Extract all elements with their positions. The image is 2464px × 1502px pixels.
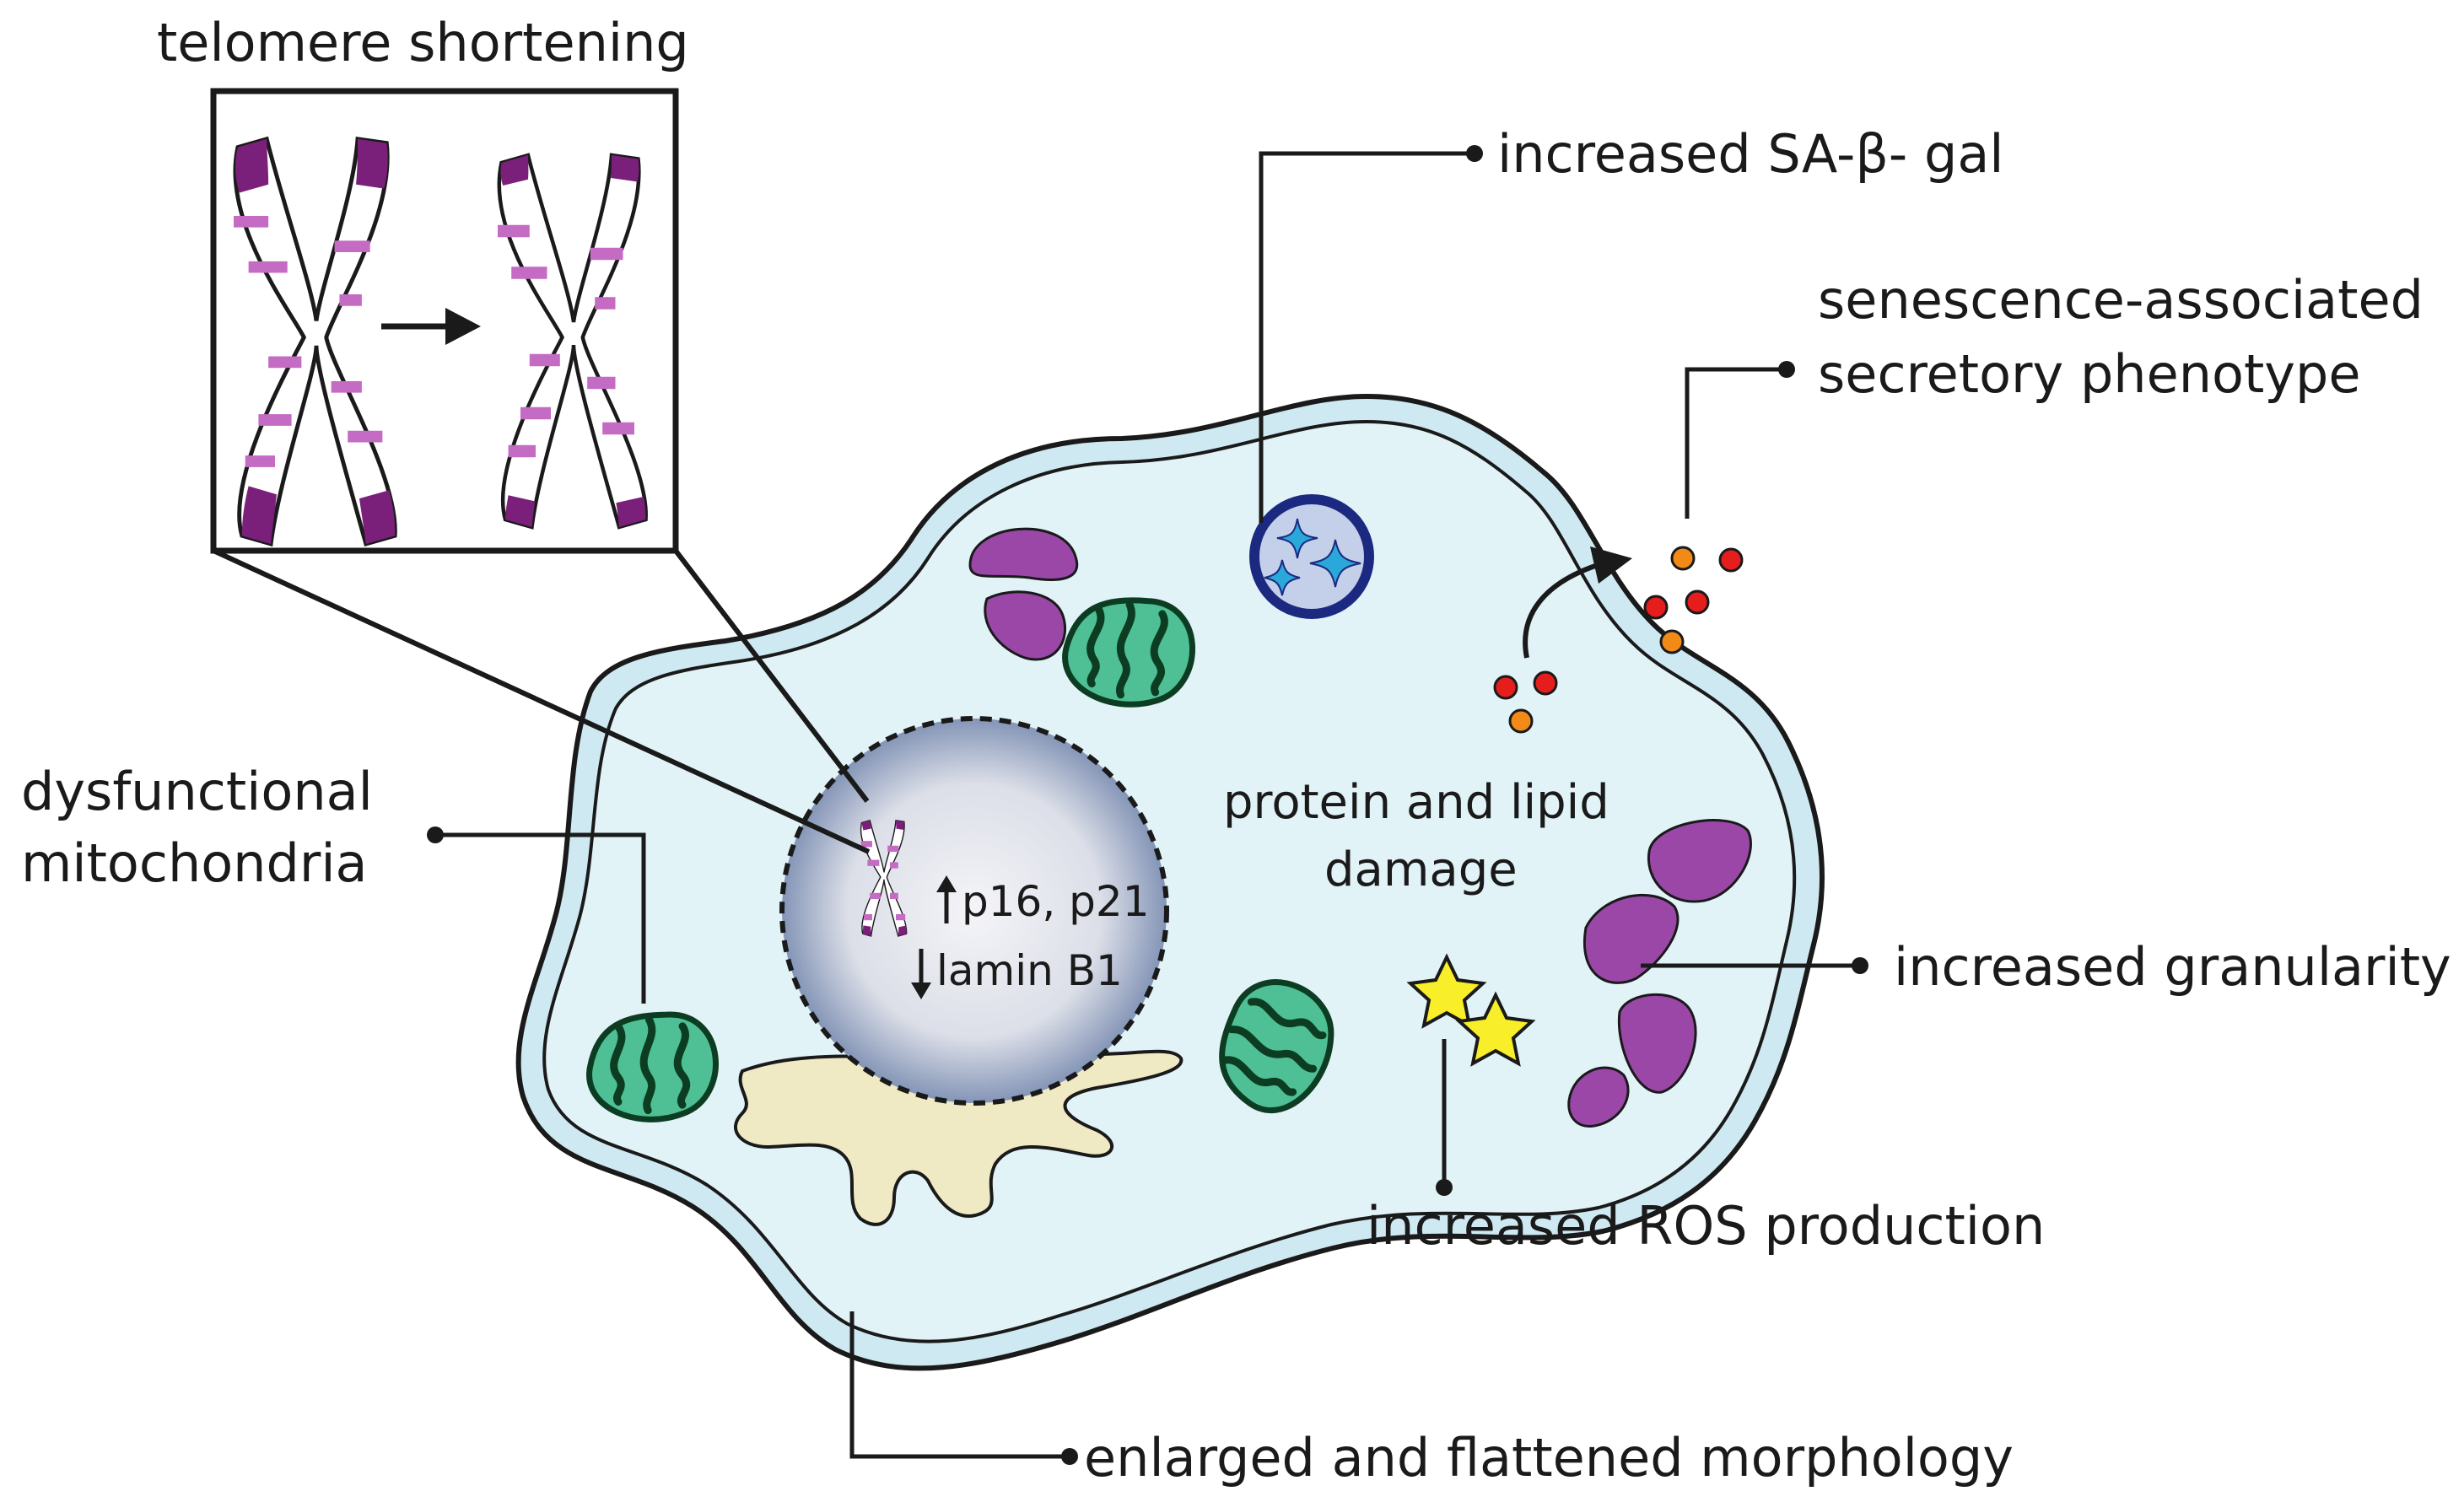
secretion-arrow bbox=[1523, 546, 1632, 659]
granule bbox=[968, 527, 1079, 581]
nucleus bbox=[779, 716, 1169, 1106]
sasp-label-line1: senescence-associated bbox=[1818, 269, 2424, 331]
sasp-particles-inside bbox=[1493, 670, 1558, 734]
up-arrow-icon bbox=[936, 875, 957, 923]
sa-beta-gal-label: increased SA-β- gal bbox=[1497, 123, 2004, 185]
chromosome-short-telomeres bbox=[498, 155, 646, 527]
inset-connector-line bbox=[673, 549, 870, 803]
morphology-label: enlarged and flattened morphology bbox=[1084, 1427, 2014, 1489]
leader-sasp bbox=[1685, 367, 1784, 519]
damage-label-line2: damage bbox=[1324, 843, 1518, 897]
sasp-label-line2: secretory phenotype bbox=[1818, 343, 2360, 405]
chromosome-long-telomeres bbox=[234, 139, 395, 544]
leader-dot bbox=[1778, 361, 1795, 378]
ros-label: increased ROS production bbox=[1367, 1195, 2045, 1257]
p16-p21-label: p16, p21 bbox=[962, 877, 1150, 926]
down-arrow-icon bbox=[911, 949, 931, 999]
ros-star-icon bbox=[1455, 991, 1536, 1067]
ros-star-icon bbox=[1406, 953, 1487, 1029]
leader-morphology bbox=[849, 1311, 1067, 1459]
leader-dot bbox=[1466, 145, 1483, 162]
telomere-shortening-label: telomere shortening bbox=[157, 12, 689, 73]
leader-dot bbox=[1061, 1448, 1078, 1465]
lysosome bbox=[1249, 494, 1374, 619]
arrow-right-icon bbox=[381, 308, 481, 345]
damage-label-line1: protein and lipid bbox=[1223, 775, 1609, 830]
mitochondria-label-line2: mitochondria bbox=[21, 832, 368, 894]
mitochondria-label-line1: dysfunctional bbox=[21, 761, 373, 822]
small-chromosome bbox=[860, 820, 908, 937]
leader-dot bbox=[1852, 957, 1868, 974]
granule bbox=[1583, 893, 1680, 984]
leader-dot bbox=[427, 826, 444, 843]
sasp-particles-outside bbox=[1643, 546, 1744, 654]
lamin-b1-label: lamin B1 bbox=[936, 946, 1123, 995]
granule bbox=[1647, 819, 1752, 903]
leader-sa-gal bbox=[1259, 151, 1472, 523]
leader-dot bbox=[1436, 1179, 1453, 1196]
leader-mitochondria bbox=[437, 832, 646, 1004]
granule bbox=[984, 590, 1067, 661]
granule bbox=[1617, 993, 1697, 1094]
granularity-label: increased granularity bbox=[1894, 936, 2451, 998]
granule bbox=[1567, 1066, 1630, 1128]
inset-connector-line bbox=[212, 548, 871, 854]
telomere-inset-box bbox=[210, 88, 679, 554]
